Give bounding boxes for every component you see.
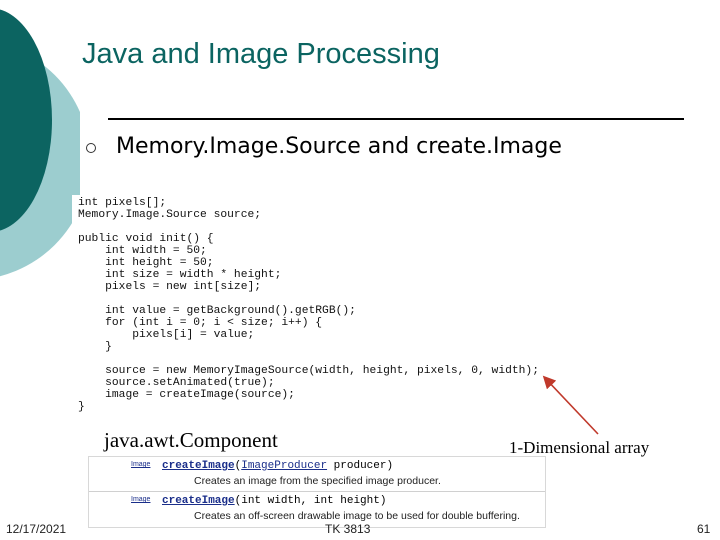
decorative-circles (0, 0, 80, 290)
slide-title: Java and Image Processing (82, 38, 440, 70)
method-signature: createImage(ImageProducer producer) (162, 460, 394, 472)
array-annotation-label: 1-Dimensional array (509, 438, 650, 457)
bullet-item: Memory.Image.Source and create.Image (86, 134, 562, 159)
return-type-link[interactable]: Image (131, 461, 151, 468)
method-link[interactable]: createImage (162, 460, 235, 472)
method-signature: createImage(int width, int height) (162, 495, 386, 507)
method-description: Creates an off-screen drawable image to … (194, 510, 520, 522)
table-row: Image createImage(int width, int height)… (89, 492, 545, 526)
component-label: java.awt.Component (104, 428, 278, 452)
method-description: Creates an image from the specified imag… (194, 475, 441, 487)
code-text: int pixels[]; Memory.Image.Source source… (78, 197, 539, 413)
api-method-table: Image createImage(ImageProducer producer… (88, 456, 546, 528)
table-row: Image createImage(ImageProducer producer… (89, 457, 545, 492)
title-divider (108, 118, 684, 120)
page-number: 61 (697, 522, 711, 536)
code-snippet: int pixels[]; Memory.Image.Source source… (72, 195, 620, 417)
return-type-link[interactable]: Image (131, 496, 151, 503)
footer-course: TK 3813 (325, 522, 371, 536)
footer-date: 12/17/2021 (6, 522, 67, 536)
bullet-text: Memory.Image.Source and create.Image (116, 134, 562, 159)
method-link[interactable]: createImage (162, 495, 235, 507)
bullet-circle-icon (86, 142, 96, 153)
param-type-link[interactable]: ImageProducer (241, 460, 328, 472)
param-rest: producer) (327, 460, 394, 472)
param-rest: (int width, int height) (234, 495, 387, 507)
